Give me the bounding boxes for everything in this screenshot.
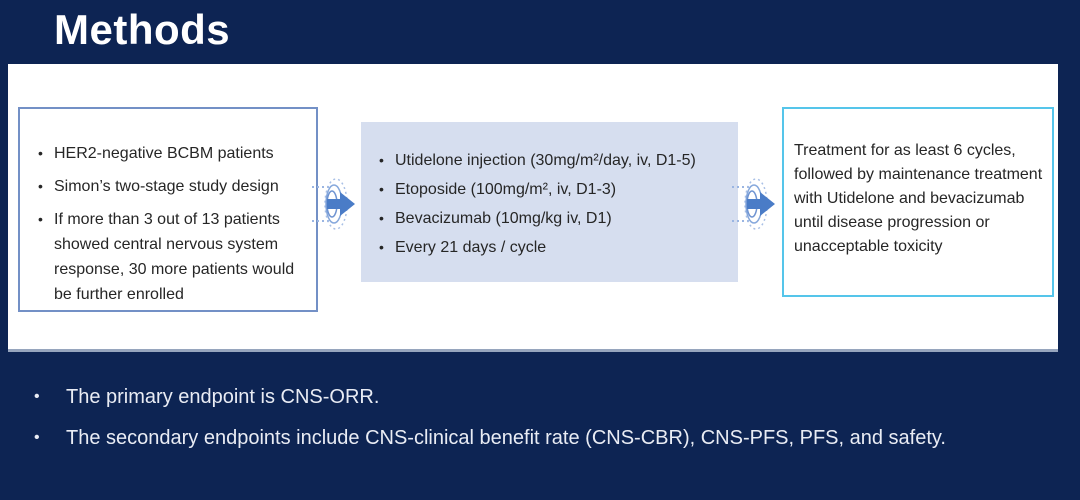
list-item-text: HER2-negative BCBM patients	[54, 145, 274, 162]
flow-arrow-icon	[312, 178, 355, 230]
list-item: Utidelone injection (30mg/m²/day, iv, D1…	[377, 148, 734, 173]
maintenance-treatment-text: Treatment for as least 6 cycles, followe…	[794, 142, 1043, 255]
flow-arrow-icon	[732, 178, 775, 230]
list-item: Every 21 days / cycle	[377, 235, 734, 260]
list-item-text: The secondary endpoints include CNS-clin…	[66, 427, 946, 449]
list-item-text: The primary endpoint is CNS-ORR.	[66, 386, 380, 408]
treatment-regimen-box: Utidelone injection (30mg/m²/day, iv, D1…	[361, 122, 738, 282]
list-item: The secondary endpoints include CNS-clin…	[30, 425, 946, 451]
patient-criteria-list: HER2-negative BCBM patients Simon’s two-…	[36, 141, 308, 307]
slide-title: Methods	[54, 6, 231, 53]
treatment-regimen-list: Utidelone injection (30mg/m²/day, iv, D1…	[377, 148, 734, 260]
list-item: HER2-negative BCBM patients	[36, 141, 308, 166]
list-item: If more than 3 out of 13 patients showed…	[36, 207, 308, 307]
list-item: Simon’s two-stage study design	[36, 174, 308, 199]
methods-panel: HER2-negative BCBM patients Simon’s two-…	[8, 64, 1058, 352]
list-item: Bevacizumab (10mg/kg iv, D1)	[377, 206, 734, 231]
list-item-text: Etoposide (100mg/m², iv, D1-3)	[395, 181, 617, 198]
list-item: The primary endpoint is CNS-ORR.	[30, 384, 946, 410]
list-item-text: Every 21 days / cycle	[395, 239, 547, 256]
list-item-text: If more than 3 out of 13 patients showed…	[54, 211, 295, 303]
list-item-text: Simon’s two-stage study design	[54, 178, 279, 195]
patient-criteria-box: HER2-negative BCBM patients Simon’s two-…	[18, 107, 318, 312]
maintenance-treatment-box: Treatment for as least 6 cycles, followe…	[782, 107, 1054, 297]
endpoints-list: The primary endpoint is CNS-ORR. The sec…	[30, 384, 946, 466]
list-item-text: Utidelone injection (30mg/m²/day, iv, D1…	[395, 152, 696, 169]
list-item: Etoposide (100mg/m², iv, D1-3)	[377, 177, 734, 202]
list-item-text: Bevacizumab (10mg/kg iv, D1)	[395, 210, 612, 227]
